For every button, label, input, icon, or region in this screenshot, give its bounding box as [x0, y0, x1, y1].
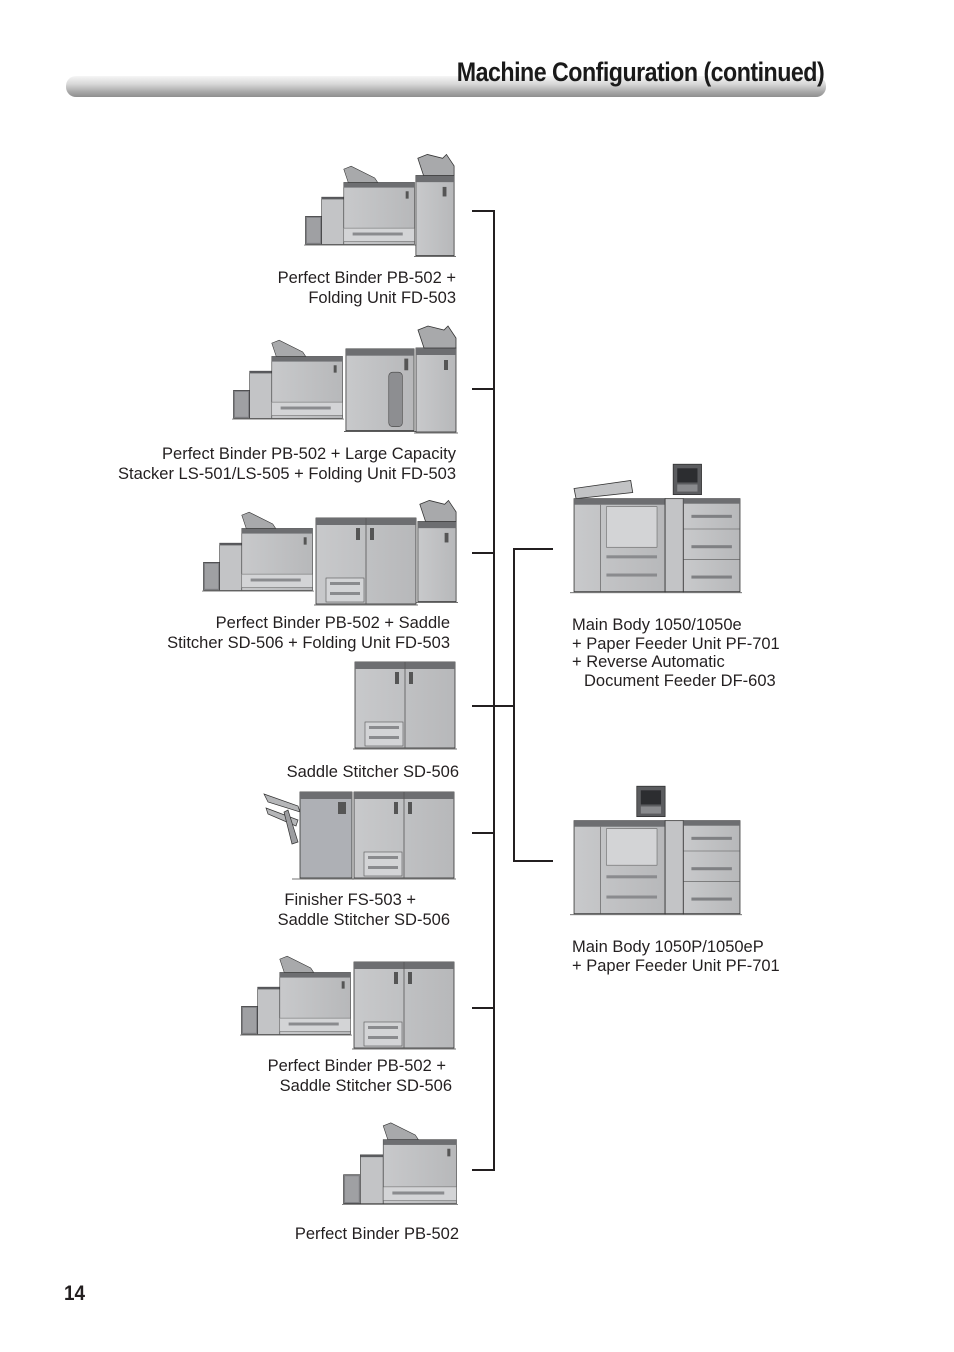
caption-main-body-1050: Main Body 1050/1050e + Paper Feeder Unit…	[572, 616, 780, 690]
header-bar	[66, 76, 826, 97]
caption-pb502-ls501-fd503: Perfect Binder PB-502 + Large Capacity S…	[118, 445, 456, 483]
caption-pb502-sd506: Perfect Binder PB-502 + Saddle Stitcher …	[267, 1057, 452, 1095]
caption-pb502-fd503: Perfect Binder PB-502 + Folding Unit FD-…	[277, 269, 456, 307]
caption-fs503-sd506: Finisher FS-503 + Saddle Stitcher SD-506	[277, 891, 450, 929]
caption-pb502-sd506-fd503: Perfect Binder PB-502 + Saddle Stitcher …	[167, 614, 450, 652]
page-title: Machine Configuration (continued)	[456, 57, 825, 87]
caption-main-body-1050p: Main Body 1050P/1050eP + Paper Feeder Un…	[572, 938, 780, 975]
page-number: 14	[64, 1282, 86, 1305]
caption-sd506: Saddle Stitcher SD-506	[286, 763, 459, 781]
caption-pb502: Perfect Binder PB-502	[294, 1225, 459, 1243]
